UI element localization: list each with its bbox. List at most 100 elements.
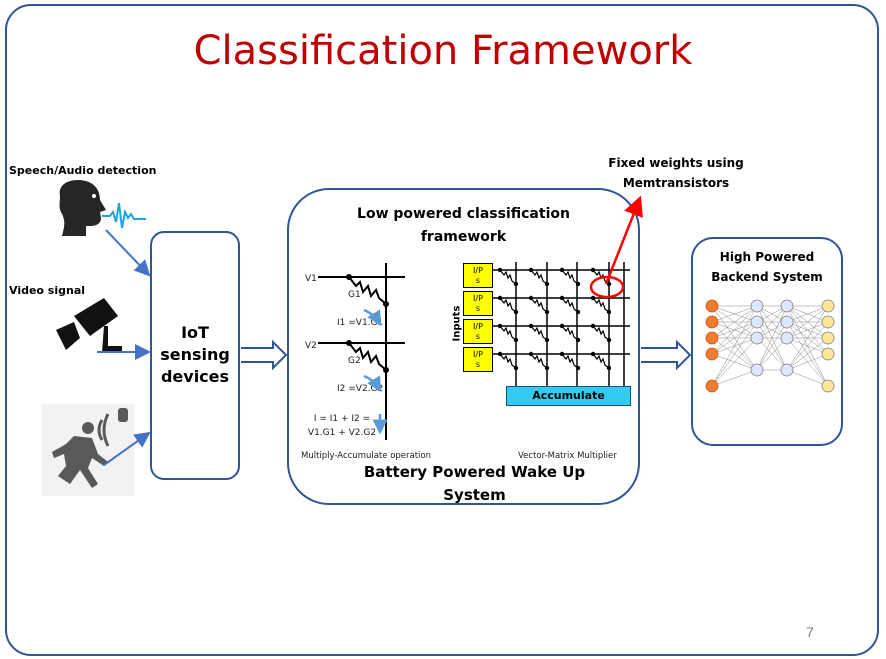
sum-line1: I = I1 + I2 = [313, 414, 371, 424]
high-powered-title-line1: High Powered [719, 250, 815, 264]
input-cell-text: I/P [473, 294, 483, 303]
memtransistor-weight [530, 353, 548, 369]
vmm-node [544, 365, 550, 371]
vmm-node [606, 309, 612, 315]
memtransistor-weight [561, 325, 579, 341]
memtransistor-weight [592, 325, 610, 341]
nn-connection [786, 369, 829, 387]
motion-to-iot-arrow [103, 431, 151, 466]
vmm-node [513, 281, 519, 287]
security-camera-icon [56, 298, 122, 352]
vmm-node [513, 309, 519, 315]
vmm-node [544, 281, 550, 287]
speech-audio-label: Speech/Audio detection [9, 164, 157, 177]
callout-arrow [604, 195, 643, 285]
nn-node [780, 315, 794, 329]
nn-connection [711, 337, 758, 387]
mac-caption: Multiply-Accumulate operation [301, 451, 432, 461]
nn-node [780, 363, 794, 377]
memtransistor-weight [530, 325, 548, 341]
sum-line2: V1.G1 + V2.G2 [307, 428, 377, 438]
memtransistor-weight [530, 269, 548, 285]
nn-connection [711, 305, 758, 387]
nn-connection [711, 305, 758, 339]
v2-label: V2 [305, 341, 317, 351]
memtransistor-weight [499, 269, 517, 285]
battery-powered-line1: Battery Powered Wake Up [363, 463, 586, 481]
nn-node [780, 331, 794, 345]
nn-connection [786, 337, 829, 371]
nn-node [705, 315, 719, 329]
vmm-node [575, 337, 581, 343]
iot-to-framework-arrow [241, 339, 288, 371]
motion-sensor-icon [42, 404, 134, 496]
memtransistor-weight [561, 269, 579, 285]
sound-wave-icon [102, 202, 146, 229]
input-cell-text: I/P [473, 266, 483, 275]
nn-connection [756, 305, 788, 371]
nn-connection [786, 321, 829, 339]
high-powered-title: High Powered Backend System [691, 247, 843, 287]
framework-to-backend-arrow [641, 339, 692, 371]
low-powered-title-line1: Low powered classification [357, 206, 570, 222]
input-cell-text: I/P [473, 350, 483, 359]
input-cell-text: I/P [473, 322, 483, 331]
audio-to-iot-arrow [105, 229, 151, 277]
iot-line-1: IoT [181, 323, 209, 342]
battery-powered-label: Battery Powered Wake Up System [287, 461, 662, 507]
vmm-node [606, 337, 612, 343]
i1-label: I1 =V1.G1 [337, 318, 384, 328]
input-cell-text: s [475, 304, 481, 313]
vmm-node [513, 337, 519, 343]
slide-frame [5, 4, 879, 656]
callout-line1: Fixed weights using [608, 156, 744, 170]
nn-connection [786, 321, 829, 371]
low-powered-framework-box [287, 188, 640, 505]
slide-title: Classification Framework [193, 28, 693, 74]
nn-node [821, 331, 835, 345]
callout-line2: Memtransistors [622, 176, 730, 190]
vmm-node [513, 365, 519, 371]
nn-connection [786, 305, 829, 371]
input-cell-text: s [475, 360, 481, 369]
nn-connection [786, 305, 829, 323]
input-cell-text: s [475, 332, 481, 341]
nn-connection [756, 305, 788, 339]
vector-matrix-multiplier-grid [493, 262, 630, 386]
nn-node [750, 363, 764, 377]
vmm-caption: Vector-Matrix Multiplier [518, 451, 617, 461]
nn-connection [711, 305, 758, 323]
g2-label: G2 [348, 356, 361, 366]
vmm-node [606, 365, 612, 371]
vmm-node [544, 309, 550, 315]
sum-label: I = I1 + I2 = V1.G1 + V2.G2 [307, 412, 377, 440]
nn-node [705, 379, 719, 393]
nn-connection [711, 369, 758, 387]
iot-line-3: devices [160, 367, 230, 386]
nn-connection [786, 353, 829, 371]
vmm-node [575, 365, 581, 371]
memtransistor-weight [499, 297, 517, 313]
neural-network-icon [705, 299, 835, 393]
nn-node [821, 299, 835, 313]
nn-connection [756, 321, 788, 371]
battery-powered-line2: System [443, 486, 506, 504]
memtransistor-weight [499, 325, 517, 341]
vmm-node [544, 337, 550, 343]
nn-node [821, 315, 835, 329]
i2-label: I2 =V2.G2 [337, 384, 384, 394]
nn-node [780, 299, 794, 313]
nn-node [705, 299, 719, 313]
high-powered-title-line2: Backend System [711, 270, 823, 284]
memtransistor-weight [592, 353, 610, 369]
nn-node [750, 315, 764, 329]
memtransistor-weight [499, 353, 517, 369]
nn-node [821, 379, 835, 393]
page-number: 7 [806, 624, 814, 640]
iot-sensing-devices-label: IoT sensing devices [150, 322, 240, 388]
